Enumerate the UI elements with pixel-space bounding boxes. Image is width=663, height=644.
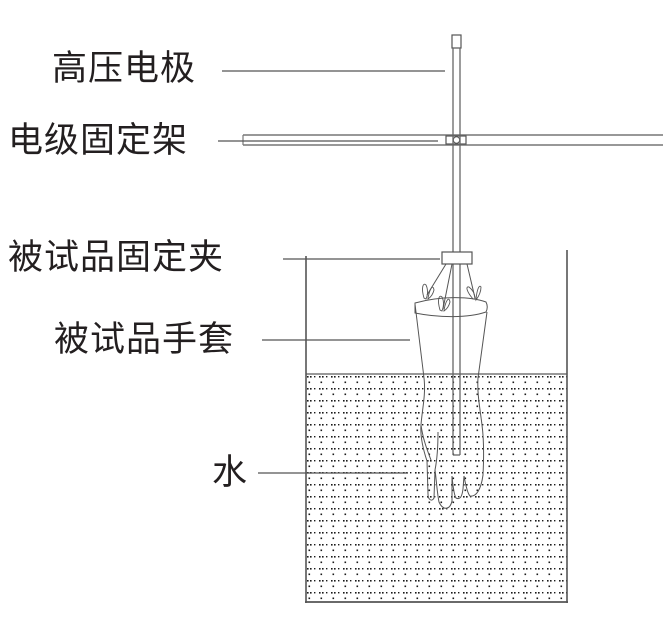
water-body <box>306 374 567 602</box>
label-specimen-glove: 被试品手套 <box>54 320 235 360</box>
label-water: 水 <box>212 453 249 493</box>
label-electrode-frame: 电级固定架 <box>8 121 189 161</box>
label-specimen-clip: 被试品固定夹 <box>8 238 225 278</box>
glove-cuff <box>414 297 488 318</box>
clip-block <box>441 251 473 265</box>
specimen-clip <box>422 251 482 312</box>
frame-connector <box>445 135 467 145</box>
label-hv-electrode: 高压电极 <box>52 49 197 89</box>
specimen-glove <box>414 297 488 509</box>
glove-outline <box>414 303 488 509</box>
leader-lines <box>218 70 445 474</box>
glove-thumb <box>420 424 439 471</box>
electrode-cap <box>451 34 462 49</box>
water-tank <box>305 250 568 603</box>
